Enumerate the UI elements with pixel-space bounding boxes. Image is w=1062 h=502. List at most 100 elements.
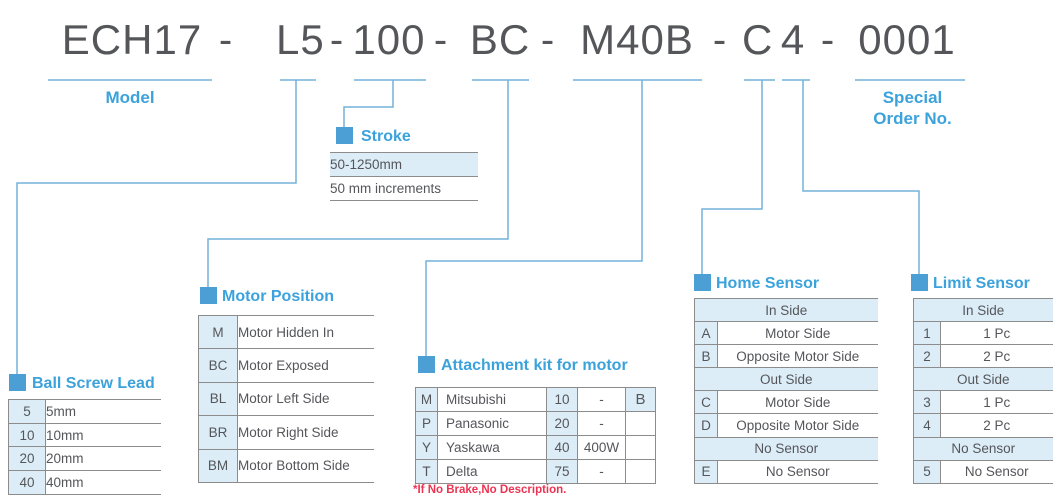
code-cell: 10 bbox=[8, 423, 46, 448]
home-sensor-marker-icon bbox=[694, 274, 711, 291]
ball-screw-lead-marker-icon bbox=[9, 374, 26, 391]
connector-home-sensor bbox=[701, 80, 763, 275]
code-cell: A bbox=[694, 321, 718, 346]
code-cell: 5 bbox=[8, 399, 46, 424]
table-row: T Delta 75 - bbox=[415, 459, 656, 484]
band-cell: No Sensor bbox=[694, 437, 878, 461]
band-cell: In Side bbox=[694, 298, 878, 323]
value-cell: 1 Pc bbox=[940, 390, 1053, 415]
table-row: 2 2 Pc bbox=[913, 344, 1053, 369]
model-segment-series: ECH17 bbox=[61, 16, 203, 63]
value-cell: Motor Side bbox=[717, 321, 878, 346]
limit-sensor-title: Limit Sensor bbox=[933, 275, 1030, 292]
brake-cell bbox=[625, 459, 656, 484]
stroke-table: 50-1250mm 50 mm increments bbox=[330, 152, 478, 201]
value-cell: 40mm bbox=[45, 470, 161, 495]
code-cell: BM bbox=[198, 449, 238, 483]
band-cell: Out Side bbox=[913, 367, 1053, 392]
table-row: P Panasonic 20 - bbox=[415, 411, 656, 436]
model-dash: - bbox=[433, 18, 449, 62]
power-code-cell: 75 bbox=[546, 459, 578, 484]
model-segment-special-order: 0001 bbox=[858, 16, 956, 63]
special-order-label: Special Order No. bbox=[840, 87, 985, 129]
attachment-kit-marker-icon bbox=[418, 356, 435, 373]
value-cell: 5mm bbox=[45, 399, 161, 424]
motor-position-marker-icon bbox=[200, 287, 217, 304]
value-cell: No Sensor bbox=[717, 460, 878, 484]
attachment-kit-table: M Mitsubishi 10 - B P Panasonic 20 - Y Y… bbox=[415, 387, 656, 484]
limit-sensor-marker-icon bbox=[911, 274, 928, 291]
band-cell: No Sensor bbox=[913, 437, 1053, 461]
model-segment-attachment: M40B bbox=[580, 16, 694, 63]
table-row: BL Motor Left Side bbox=[198, 382, 374, 417]
watt-cell: - bbox=[577, 459, 626, 484]
model-dash: - bbox=[820, 18, 836, 62]
table-row: B Opposite Motor Side bbox=[694, 344, 878, 369]
model-segment-lead: L5 bbox=[276, 16, 325, 63]
model-segment-limit-sensor: 4 bbox=[780, 16, 806, 63]
stroke-range-cell: 50-1250mm bbox=[330, 152, 478, 177]
ball-screw-lead-table: 5 5mm 10 10mm 20 20mm 40 40mm bbox=[8, 399, 161, 495]
value-cell: Motor Hidden In bbox=[237, 315, 374, 350]
watt-cell: 400W bbox=[577, 435, 626, 460]
code-cell: C bbox=[694, 390, 718, 415]
power-code-cell: 10 bbox=[546, 387, 578, 412]
brand-cell: Mitsubishi bbox=[437, 387, 547, 412]
special-order-line1: Special bbox=[882, 88, 943, 107]
table-row: 50-1250mm bbox=[330, 152, 478, 177]
code-cell: Y bbox=[415, 435, 438, 460]
table-row: 50 mm increments bbox=[330, 176, 478, 201]
table-row: No Sensor bbox=[913, 437, 1053, 461]
model-segment-stroke: 100 bbox=[352, 16, 426, 63]
value-cell: No Sensor bbox=[940, 460, 1053, 484]
brand-cell: Delta bbox=[437, 459, 547, 484]
code-cell: 3 bbox=[913, 390, 941, 415]
code-cell: 2 bbox=[913, 344, 941, 369]
code-cell: 40 bbox=[8, 470, 46, 495]
table-row: M Mitsubishi 10 - B bbox=[415, 387, 656, 412]
model-label: Model bbox=[105, 88, 155, 107]
table-row: 5 5mm bbox=[8, 399, 161, 424]
code-cell: T bbox=[415, 459, 438, 484]
model-dash: - bbox=[218, 18, 234, 62]
power-code-cell: 20 bbox=[546, 411, 578, 436]
value-cell: 2 Pc bbox=[940, 413, 1053, 438]
watt-cell: - bbox=[577, 387, 626, 412]
value-cell: 20mm bbox=[45, 446, 161, 472]
model-segment-motor-position: BC bbox=[469, 16, 531, 63]
table-row: 1 1 Pc bbox=[913, 321, 1053, 346]
stroke-title: Stroke bbox=[361, 128, 411, 145]
value-cell: Motor Exposed bbox=[237, 348, 374, 383]
model-dash: - bbox=[540, 18, 556, 62]
code-cell: D bbox=[694, 413, 718, 438]
model-dash: - bbox=[329, 18, 345, 62]
table-row: No Sensor bbox=[694, 437, 878, 461]
table-row: Y Yaskawa 40 400W bbox=[415, 435, 656, 460]
motor-position-table: M Motor Hidden In BC Motor Exposed BL Mo… bbox=[198, 315, 374, 483]
value-cell: Opposite Motor Side bbox=[717, 413, 878, 438]
table-row: BM Motor Bottom Side bbox=[198, 449, 374, 483]
code-cell: M bbox=[198, 315, 238, 350]
code-cell: BC bbox=[198, 348, 238, 383]
code-cell: BL bbox=[198, 382, 238, 417]
connector-stroke bbox=[343, 80, 394, 128]
code-cell: E bbox=[694, 460, 718, 484]
code-cell: 5 bbox=[913, 460, 941, 484]
value-cell: 1 Pc bbox=[940, 321, 1053, 346]
brake-cell bbox=[625, 411, 656, 436]
table-row: M Motor Hidden In bbox=[198, 315, 374, 350]
special-order-line2: Order No. bbox=[873, 109, 952, 128]
table-row: Out Side bbox=[913, 367, 1053, 392]
table-row: 20 20mm bbox=[8, 446, 161, 472]
band-cell: In Side bbox=[913, 298, 1053, 323]
brake-cell bbox=[625, 435, 656, 460]
home-sensor-title: Home Sensor bbox=[716, 275, 820, 292]
table-row: In Side bbox=[913, 298, 1053, 323]
power-code-cell: 40 bbox=[546, 435, 578, 460]
table-row: BR Motor Right Side bbox=[198, 415, 374, 450]
band-cell: Out Side bbox=[694, 367, 878, 392]
connector-attachment bbox=[425, 80, 643, 357]
attachment-kit-note: *If No Brake,No Description. bbox=[413, 484, 567, 496]
code-cell: BR bbox=[198, 415, 238, 450]
